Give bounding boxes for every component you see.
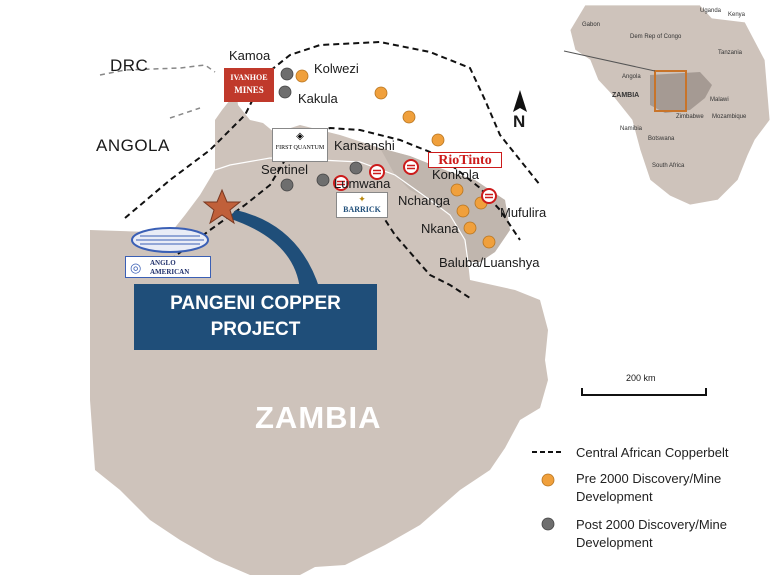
ivanhoe-logo-line1: IVANHOE [230, 73, 268, 82]
inset-namibia: Namibia [620, 126, 643, 132]
copperbelt-south [379, 211, 471, 299]
legend-copperbelt: Central African Copperbelt [576, 445, 729, 460]
project-line1: PANGENI COPPER [170, 293, 341, 314]
ivanhoe-logo-line2: MINES [234, 85, 264, 95]
legend-symbols [532, 451, 564, 531]
north-label: N [513, 112, 526, 131]
first-quantum-text: FIRST QUANTUM [275, 145, 325, 151]
scale-bar [581, 388, 707, 396]
first-quantum-logo: ◈ FIRST QUANTUM [272, 128, 328, 162]
north-arrow-icon [513, 90, 527, 112]
rio-tinto-logo: RioTinto [428, 152, 502, 168]
project-callout [228, 210, 320, 290]
inset-gabon: Gabon [582, 22, 601, 28]
drc-pedicle [380, 148, 510, 262]
anglo-american-logo: ◎ ANGLO AMERICAN [125, 256, 211, 278]
inset-zimbabwe: Zimbabwe [676, 114, 704, 120]
inset-locator [654, 70, 687, 112]
copperbelt-inner [169, 126, 521, 261]
label-kolwezi: Kolwezi [314, 61, 359, 76]
inset-malawi: Malawi [710, 97, 729, 103]
inset-zambia: ZAMBIA [612, 92, 640, 99]
barrick-text: BARRICK [343, 205, 381, 214]
inset-uganda: Uganda [700, 8, 722, 14]
inset-leader [563, 50, 656, 72]
project-label-box: PANGENI COPPER PROJECT [134, 284, 377, 350]
legend-orange-icon [541, 473, 555, 487]
label-mufulira: Mufulira [500, 205, 547, 220]
project-line2: PROJECT [210, 319, 301, 340]
inset-zambia [650, 72, 712, 113]
inset-botswana: Botswana [648, 136, 675, 142]
rio-tinto-text: RioTinto [438, 153, 492, 168]
label-zambia: ZAMBIA [255, 400, 382, 435]
project-star [202, 188, 242, 225]
legend-pre2000-line2: Development [576, 489, 653, 504]
inset-south-africa: South Africa [652, 163, 685, 169]
label-drc: DRC [110, 56, 149, 75]
inset-kenya: Kenya [728, 12, 746, 18]
inset-angola: Angola [622, 74, 641, 80]
label-angola: ANGOLA [96, 136, 170, 155]
label-kansanshi: Kansanshi [334, 138, 395, 153]
legend-pre2000-line1: Pre 2000 Discovery/Mine [576, 471, 722, 486]
barrick-mark-icon: ✦ [358, 194, 366, 204]
legend-post2000-line1: Post 2000 Discovery/Mine [576, 517, 728, 532]
rio-markers [333, 159, 497, 204]
label-kakula: Kakula [298, 91, 338, 106]
scale-label: 200 km [626, 373, 656, 383]
inset-drc: Dem Rep of Congo [630, 34, 682, 40]
legend-grey-icon [541, 517, 555, 531]
label-nchanga: Nchanga [398, 193, 451, 208]
copperbelt-drc [99, 64, 216, 119]
label-lumwana: Lumwana [334, 176, 391, 191]
inset-tanzania: Tanzania [718, 50, 743, 56]
label-kamoa: Kamoa [229, 48, 271, 63]
label-baluba: Baluba/Luanshya [439, 255, 540, 270]
label-konkola: Konkola [432, 167, 479, 182]
first-quantum-mark-icon: ◈ [296, 131, 304, 142]
inset-mozambique: Mozambique [712, 114, 747, 120]
anglo-line2: AMERICAN [150, 268, 190, 276]
label-nkana: Nkana [421, 221, 459, 236]
label-sentinel: Sentinel [261, 162, 308, 177]
post2000-deposits [278, 67, 363, 192]
barrick-logo: ✦ BARRICK [336, 192, 388, 218]
anglo-mark-icon: ◎ [130, 260, 142, 275]
anglo-line1: ANGLO [150, 259, 176, 267]
ivanhoe-logo: IVANHOE MINES [224, 68, 274, 102]
legend-post2000-line2: Development [576, 535, 653, 550]
